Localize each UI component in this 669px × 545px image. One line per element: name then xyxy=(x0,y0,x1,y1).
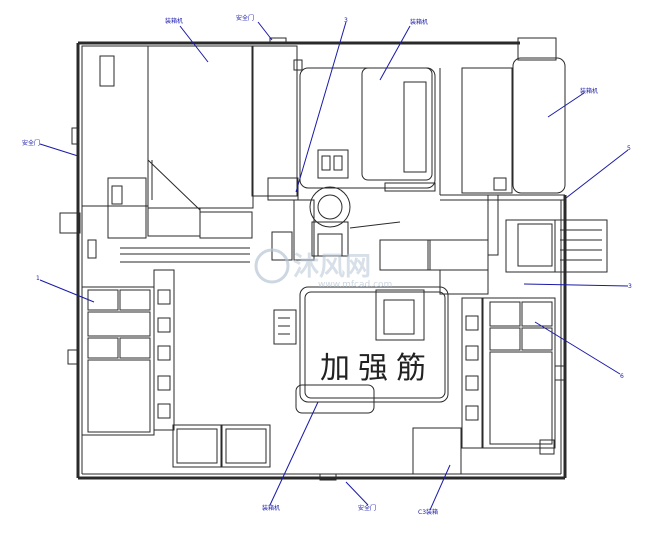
callout-top-door: 安全门 xyxy=(236,14,254,22)
right-conveyor xyxy=(487,177,608,273)
watermark-url: www.mfcad.com xyxy=(318,280,392,290)
robot-cell xyxy=(267,177,489,295)
watermark-brand: 沐风网 xyxy=(293,252,371,282)
callout-far-right: 装箱机 xyxy=(580,87,598,95)
callout-right-6: 6 xyxy=(620,373,624,380)
center-text: 加 强 筋 xyxy=(320,351,426,386)
callout-top-center: 3 xyxy=(344,17,348,24)
leader-lines xyxy=(39,21,629,511)
watermark: 沐风网 www.mfcad.com xyxy=(254,248,392,290)
packer-top-right xyxy=(299,67,441,195)
bottom-bins xyxy=(172,424,271,468)
watermark-logo-icon xyxy=(254,248,290,284)
callout-top-left: 装箱机 xyxy=(165,17,183,25)
center-char-2: 强 xyxy=(358,351,388,386)
callout-bottom-door: 安全门 xyxy=(358,504,376,512)
callout-left-1: 1 xyxy=(36,275,40,282)
center-char-1: 加 xyxy=(320,351,350,386)
packer-far-right xyxy=(440,37,566,201)
center-char-3: 筋 xyxy=(396,351,426,386)
callout-right-5: 5 xyxy=(627,145,631,152)
callout-bottom-right: C3装箱 xyxy=(418,508,438,516)
callout-bottom-left: 装箱机 xyxy=(262,504,280,512)
callouts: 装箱机 安全门 3 装箱机 装箱机 安全门 5 1 3 6 装箱机 安全门 C3… xyxy=(22,14,632,516)
center-station xyxy=(273,286,449,414)
door-markers xyxy=(71,37,337,481)
left-press-unit xyxy=(59,177,253,263)
callout-right-3: 3 xyxy=(628,283,632,290)
callout-top-right: 装箱机 xyxy=(410,18,428,26)
packer-left xyxy=(67,269,175,436)
packer-right xyxy=(412,297,566,475)
callout-left-door: 安全门 xyxy=(22,139,40,147)
outer-wall xyxy=(76,41,567,480)
packer-top-left xyxy=(81,45,298,211)
